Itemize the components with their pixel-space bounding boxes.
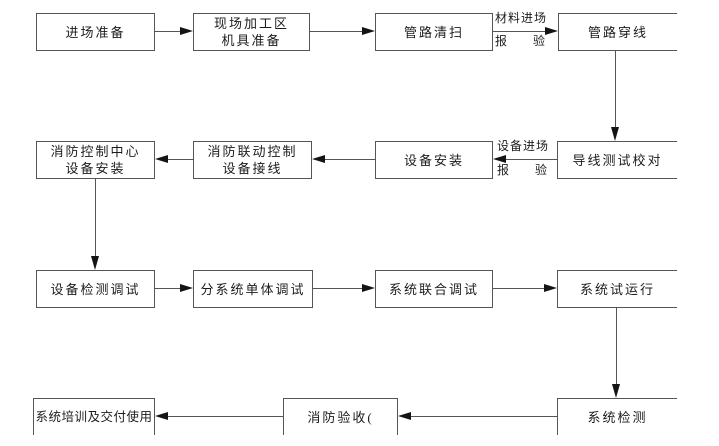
connector-wiretesting-equipmentinstall <box>506 159 557 160</box>
arrowhead-right-icon <box>362 284 375 292</box>
arrowhead-right-icon <box>362 27 375 35</box>
node-label-line1: 消防联动控制 <box>207 144 298 159</box>
connector-equipmentinstall-linkagewiring <box>325 159 375 160</box>
connector-jointdebug-trialrun <box>493 288 545 289</box>
connector-subsystemdebug-jointdebug <box>313 288 363 289</box>
node-label: 分系统单体调试 <box>200 281 306 297</box>
arrowhead-down-icon <box>91 256 99 270</box>
node-label: 消防验收( <box>307 409 374 425</box>
connector-trialrun-systeminspection <box>616 308 617 385</box>
node-system-inspection: 系统检测 <box>557 398 677 435</box>
node-fire-acceptance: 消防验收( <box>283 398 398 435</box>
node-system-trial-run: 系统试运行 <box>557 270 677 308</box>
node-label: 导线测试校对 <box>572 152 663 168</box>
connector-fireacceptance-trainingdelivery <box>168 416 283 417</box>
node-site-processing-area-equipment-preparation: 现场加工区 机具准备 <box>193 13 310 51</box>
connector-firecontrolcenter-equipmentinspection <box>95 179 96 257</box>
node-label-line2: 设备安装 <box>65 161 126 176</box>
connector-equipmentinspection-subsystemdebug <box>155 288 181 289</box>
edge-label-material-entry: 材料进场 <box>494 11 547 25</box>
arrowhead-down-icon <box>612 384 620 398</box>
edge-label-equipment-inspection: 报 验 <box>497 163 547 177</box>
node-label: 管路穿线 <box>587 24 648 40</box>
node-label-line1: 现场加工区 <box>213 16 289 31</box>
node-label-line2: 机具准备 <box>221 33 282 48</box>
arrowhead-left-icon <box>398 412 411 420</box>
node-equipment-inspection-debugging: 设备检测调试 <box>36 270 155 308</box>
arrowhead-down-icon <box>611 127 619 141</box>
connector-pipelinethreading-wiretesting <box>615 51 616 128</box>
node-label: 系统检测 <box>587 409 648 425</box>
node-wire-test-check: 导线测试校对 <box>557 141 677 179</box>
node-label-line2: 设备接线 <box>222 161 283 176</box>
arrowhead-left-icon <box>312 155 325 163</box>
connector-systeminspection-fireacceptance <box>411 416 557 417</box>
node-site-entry-preparation: 进场准备 <box>36 13 155 51</box>
connector-siteprocessing-pipelinecleaning <box>310 31 363 32</box>
node-label: 系统联合调试 <box>388 281 479 297</box>
arrowhead-right-icon <box>180 27 193 35</box>
node-subsystem-unit-debugging: 分系统单体调试 <box>193 270 313 308</box>
node-equipment-installation: 设备安装 <box>375 141 493 179</box>
connector-linkagewiring-firecontrolcenter <box>168 159 193 160</box>
arrowhead-right-icon <box>545 27 558 35</box>
node-label: 设备检测调试 <box>50 281 141 297</box>
node-pipeline-wire-threading: 管路穿线 <box>558 13 677 51</box>
node-system-training-and-delivery: 系统培训及交付使用 <box>33 398 155 435</box>
arrowhead-right-icon <box>544 284 557 292</box>
node-pipeline-cleaning: 管路清扫 <box>375 13 493 51</box>
node-label: 系统培训及交付使用 <box>35 409 153 424</box>
edge-label-equipment-entry: 设备进场 <box>496 139 549 153</box>
node-label: 管路清扫 <box>403 24 464 40</box>
arrowhead-left-icon <box>155 412 168 420</box>
node-label: 进场准备 <box>65 24 126 40</box>
connector-entryprep-siteprocessing <box>155 31 181 32</box>
node-fire-linkage-control-equipment-wiring: 消防联动控制 设备接线 <box>193 141 312 179</box>
arrowhead-left-icon <box>155 155 168 163</box>
connector-pipelinecleaning-pipelinethreading <box>492 31 546 32</box>
arrowhead-left-icon <box>493 155 506 163</box>
node-label: 设备安装 <box>403 152 464 168</box>
node-label: 系统试运行 <box>579 281 655 297</box>
arrowhead-right-icon <box>180 284 193 292</box>
edge-label-material-inspection: 报 验 <box>495 34 545 48</box>
node-fire-control-center-equipment-installation: 消防控制中心 设备安装 <box>36 141 155 179</box>
node-label-line1: 消防控制中心 <box>50 144 141 159</box>
node-system-joint-debugging: 系统联合调试 <box>375 270 493 308</box>
